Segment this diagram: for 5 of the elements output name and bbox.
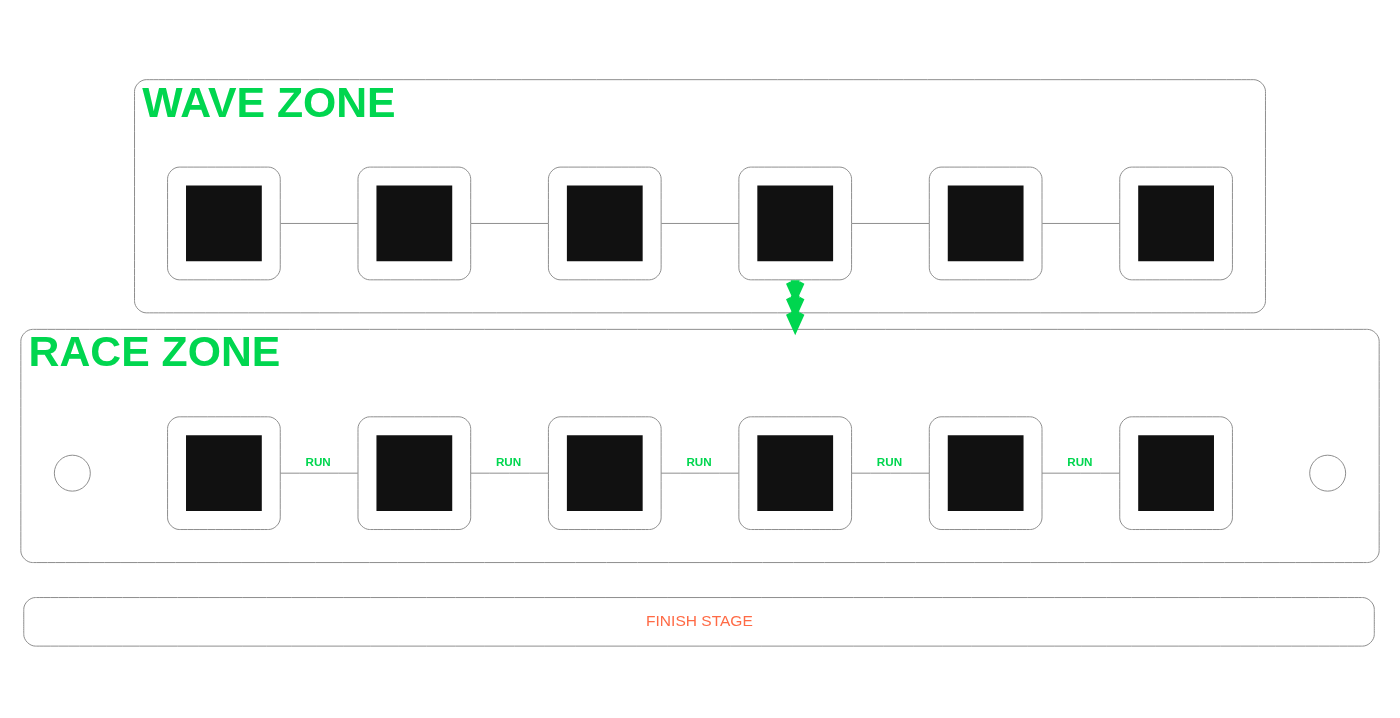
edge-label: RUN xyxy=(876,454,903,468)
edge-label: RUN xyxy=(1067,454,1093,468)
edge-label: RUN xyxy=(495,454,522,468)
edge-label: RUN xyxy=(686,454,712,468)
edge-label: RUN xyxy=(305,454,331,468)
